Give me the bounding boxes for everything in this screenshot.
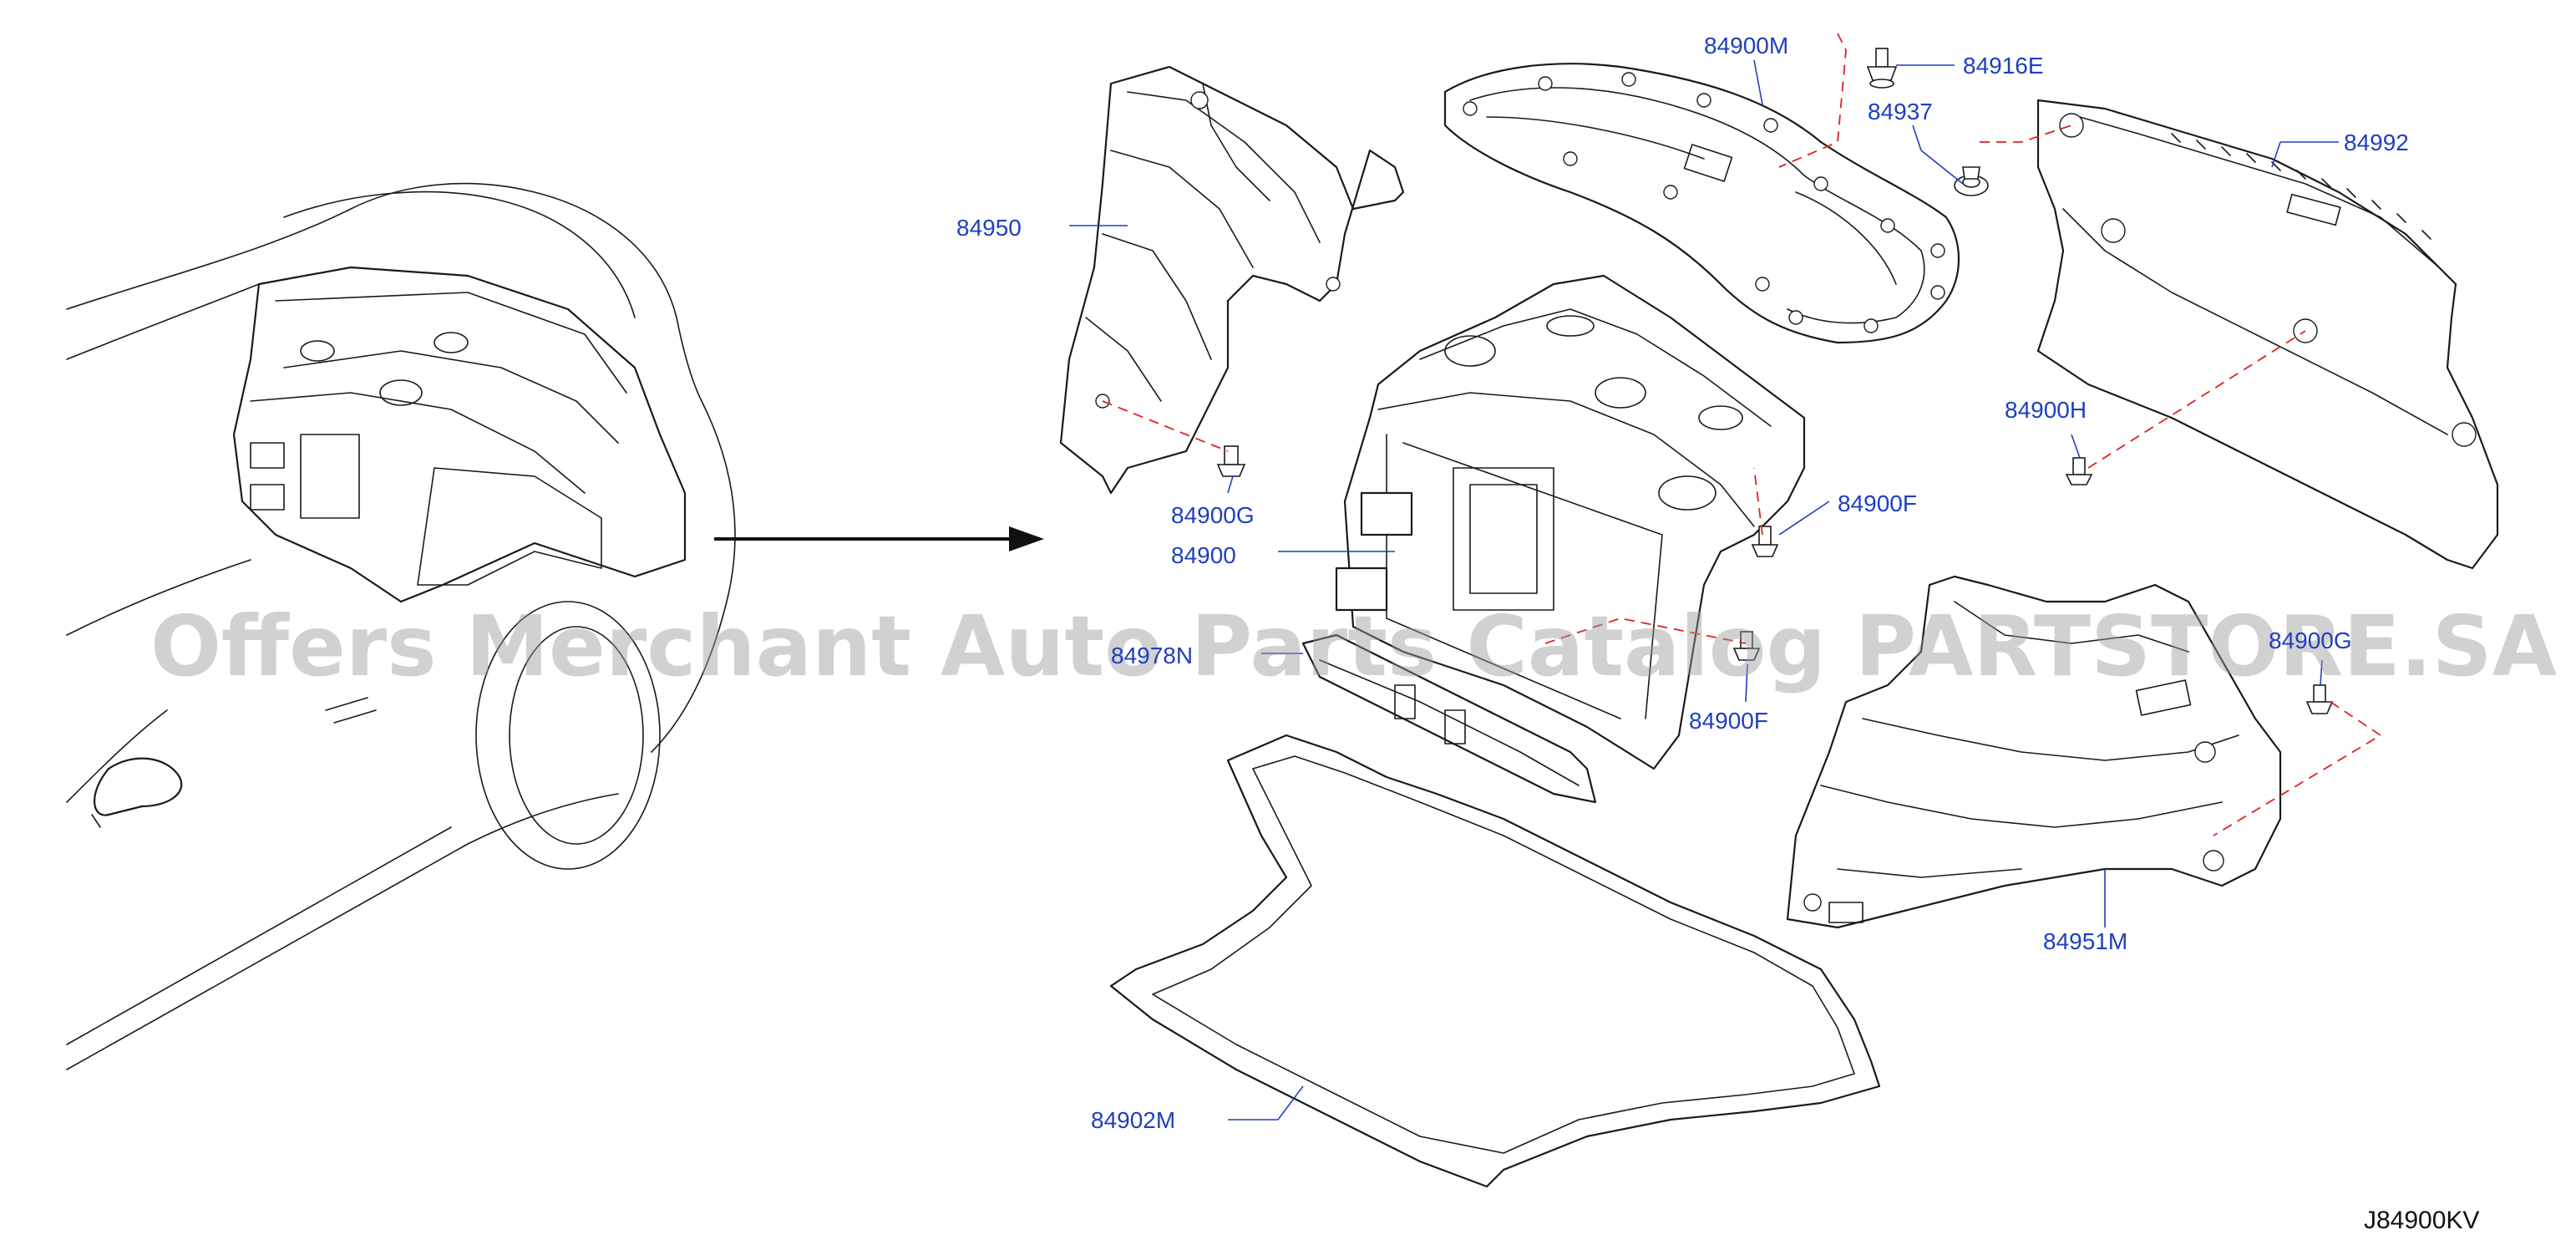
label-84978N[interactable]: 84978N bbox=[1111, 643, 1193, 668]
label-84950[interactable]: 84950 bbox=[956, 215, 1022, 241]
label-84900G-left[interactable]: 84900G bbox=[1171, 502, 1255, 528]
label-84902M[interactable]: 84902M bbox=[1091, 1107, 1175, 1133]
clip-84900F-lower bbox=[1732, 631, 1761, 661]
label-84992[interactable]: 84992 bbox=[2344, 130, 2409, 155]
label-84900H[interactable]: 84900H bbox=[2005, 397, 2087, 423]
label-84900[interactable]: 84900 bbox=[1171, 542, 1236, 568]
label-84951M[interactable]: 84951M bbox=[2043, 928, 2127, 954]
part-84902M-trunk-floor-mat bbox=[1109, 734, 1881, 1188]
label-84900G-right[interactable]: 84900G bbox=[2269, 628, 2352, 653]
label-84900F-upper[interactable]: 84900F bbox=[1838, 490, 1917, 516]
diagram-reference-code: J84900KV bbox=[2364, 1207, 2479, 1234]
clip-84900G-left bbox=[1216, 445, 1246, 477]
grommet-84937 bbox=[1954, 166, 1989, 196]
hidden-lines bbox=[1102, 33, 2382, 836]
leader-lines bbox=[1069, 59, 2339, 1121]
vehicle-overview bbox=[66, 182, 736, 1070]
part-84951M-trunk-side-trim-rh bbox=[1786, 575, 2282, 929]
part-84900-rear-parcel-shelf bbox=[1335, 274, 1806, 770]
part-84950-trunk-side-trim bbox=[1059, 65, 1405, 495]
part-84992-trunk-lid-trim bbox=[2036, 99, 2499, 570]
callout-arrow bbox=[714, 526, 1044, 551]
label-84900M[interactable]: 84900M bbox=[1704, 33, 1788, 58]
label-84937[interactable]: 84937 bbox=[1868, 99, 1933, 125]
clip-84916E bbox=[1866, 48, 1898, 89]
watermark-text: Offers Merchant Auto Parts Catalog PARTS… bbox=[150, 597, 2557, 695]
label-84900F-lower[interactable]: 84900F bbox=[1689, 708, 1768, 734]
clip-84900H bbox=[2065, 457, 2093, 485]
clip-84900G-right bbox=[2305, 684, 2334, 714]
label-84916E[interactable]: 84916E bbox=[1963, 53, 2044, 79]
part-84978N-rear-panel-finisher bbox=[1301, 633, 1597, 804]
part-84900M-trunk-lid-finisher bbox=[1443, 63, 1960, 344]
